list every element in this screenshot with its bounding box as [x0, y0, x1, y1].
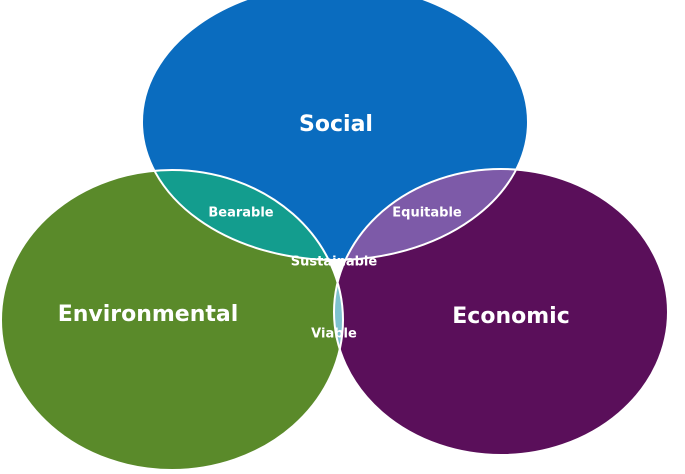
bearable-label: Bearable: [208, 206, 273, 221]
environmental-label: Environmental: [58, 302, 239, 327]
viable-label: Viable: [311, 327, 357, 342]
economic-label: Economic: [452, 304, 569, 329]
social-label: Social: [299, 112, 373, 137]
equitable-label: Equitable: [392, 206, 462, 221]
sustainable-label: Sustainable: [291, 255, 378, 270]
